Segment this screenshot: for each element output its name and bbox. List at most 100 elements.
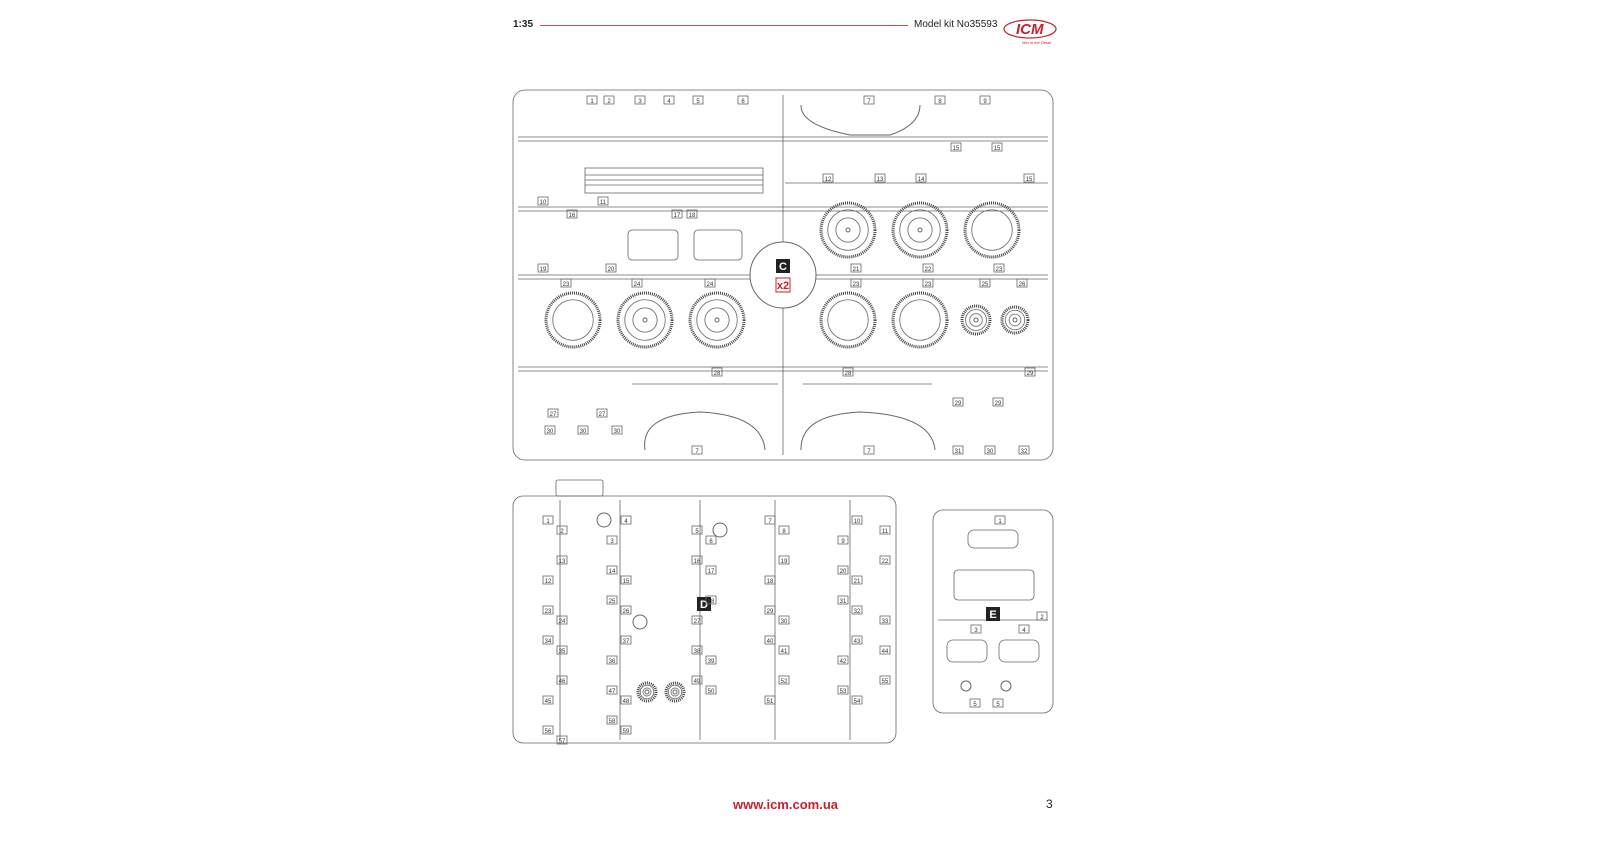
part-number-box — [970, 624, 982, 634]
part-number: 5 — [695, 529, 699, 535]
part-number: 40 — [767, 639, 774, 645]
part-number: 6 — [709, 539, 713, 545]
part-number: 29 — [1027, 371, 1034, 377]
part-number-box — [879, 555, 891, 565]
part-number-box — [991, 142, 1003, 152]
part-number: 52 — [781, 679, 788, 685]
wheel-rim — [965, 309, 987, 331]
part-number-box — [597, 196, 609, 206]
part-number-box — [705, 685, 717, 695]
part-number: 36 — [609, 659, 616, 665]
part-number-box — [691, 445, 703, 455]
part-number: 38 — [694, 649, 701, 655]
part-number-box — [537, 196, 549, 206]
part-number: 15 — [953, 146, 960, 152]
sprue-frame — [932, 509, 1054, 714]
part-number-box — [850, 263, 862, 273]
part-number-box — [879, 525, 891, 535]
part-number: 7 — [867, 449, 871, 455]
part-number: 23 — [853, 282, 860, 288]
part-number: 24 — [707, 282, 714, 288]
part-number-box — [586, 95, 598, 105]
part-number-box — [851, 605, 863, 615]
part-number: 59 — [623, 729, 630, 735]
part-number: 17 — [674, 213, 681, 219]
part-number-box — [1023, 173, 1035, 183]
part-number-box — [922, 278, 934, 288]
part-number-box — [950, 142, 962, 152]
part-number-box — [842, 367, 854, 377]
part-number: 3 — [638, 99, 642, 105]
part-number-box — [692, 95, 704, 105]
part-number: 27 — [694, 619, 701, 625]
part-number-box — [778, 645, 790, 655]
icm-logo: ICM Win in the Detail — [1003, 19, 1057, 45]
part-number-box — [556, 555, 568, 565]
part-number: 30 — [781, 619, 788, 625]
wheel-hub — [704, 307, 730, 333]
part-number: 28 — [708, 599, 715, 605]
part-number: 41 — [781, 649, 788, 655]
wheel-hub — [670, 687, 680, 697]
part-number: 5 — [696, 99, 700, 105]
part-number: 30 — [547, 429, 554, 435]
part-number: 9 — [841, 539, 845, 545]
part-number-box — [837, 685, 849, 695]
part-number-box — [542, 695, 554, 705]
hub-center — [1012, 317, 1018, 323]
sprue-hub — [749, 241, 817, 309]
part-number-box — [556, 645, 568, 655]
wheel-rim — [667, 684, 683, 700]
part-number: 23 — [563, 282, 570, 288]
tire — [819, 201, 877, 259]
sprue-letter-box — [775, 277, 791, 293]
part-number-box — [879, 675, 891, 685]
tire — [616, 291, 674, 349]
part-number-box — [542, 635, 554, 645]
wheel-hub — [642, 687, 652, 697]
part-11-plate — [584, 167, 764, 194]
part-number-box — [542, 575, 554, 585]
part-number: 43 — [854, 639, 861, 645]
part-number: 25 — [982, 282, 989, 288]
part-number: 4 — [624, 519, 628, 525]
wheel-rim — [899, 209, 941, 251]
part-number-box — [596, 408, 608, 418]
part-number: 2 — [1040, 615, 1044, 621]
part-number-box — [1018, 445, 1030, 455]
part-number: 18 — [767, 579, 774, 585]
part-number: 3 — [610, 539, 614, 545]
part-number: 5 — [996, 702, 1000, 708]
part-number-box — [979, 278, 991, 288]
part-number-box — [851, 515, 863, 525]
small-part — [632, 614, 648, 630]
part-number-box — [556, 525, 568, 535]
website-link[interactable]: www.icm.com.ua — [733, 797, 838, 812]
part-number: 54 — [854, 699, 861, 705]
part-number: 4 — [667, 99, 671, 105]
part-number: 50 — [708, 689, 715, 695]
sprue-letter-box — [776, 259, 790, 273]
tire — [688, 291, 746, 349]
sprue-letter: D — [700, 599, 708, 611]
part-number: 14 — [918, 177, 925, 183]
part-number: 1 — [998, 519, 1002, 525]
part-number-box — [620, 575, 632, 585]
part-number-box — [922, 263, 934, 273]
part-number: 35 — [559, 649, 566, 655]
sprue-tab — [555, 479, 604, 497]
part-number: 45 — [545, 699, 552, 705]
wheel-rim — [827, 209, 869, 251]
part-number: 30 — [614, 429, 621, 435]
part-number-box — [1024, 367, 1036, 377]
part-number: 6 — [741, 99, 745, 105]
part-number: 15 — [623, 579, 630, 585]
part-number: 15 — [1026, 177, 1033, 183]
part-number: 53 — [840, 689, 847, 695]
part-number-box — [560, 278, 572, 288]
tire — [544, 291, 602, 349]
part-1-window — [953, 569, 1035, 601]
part-number: 10 — [540, 200, 547, 206]
part-number: 30 — [580, 429, 587, 435]
part-number-box — [994, 515, 1006, 525]
